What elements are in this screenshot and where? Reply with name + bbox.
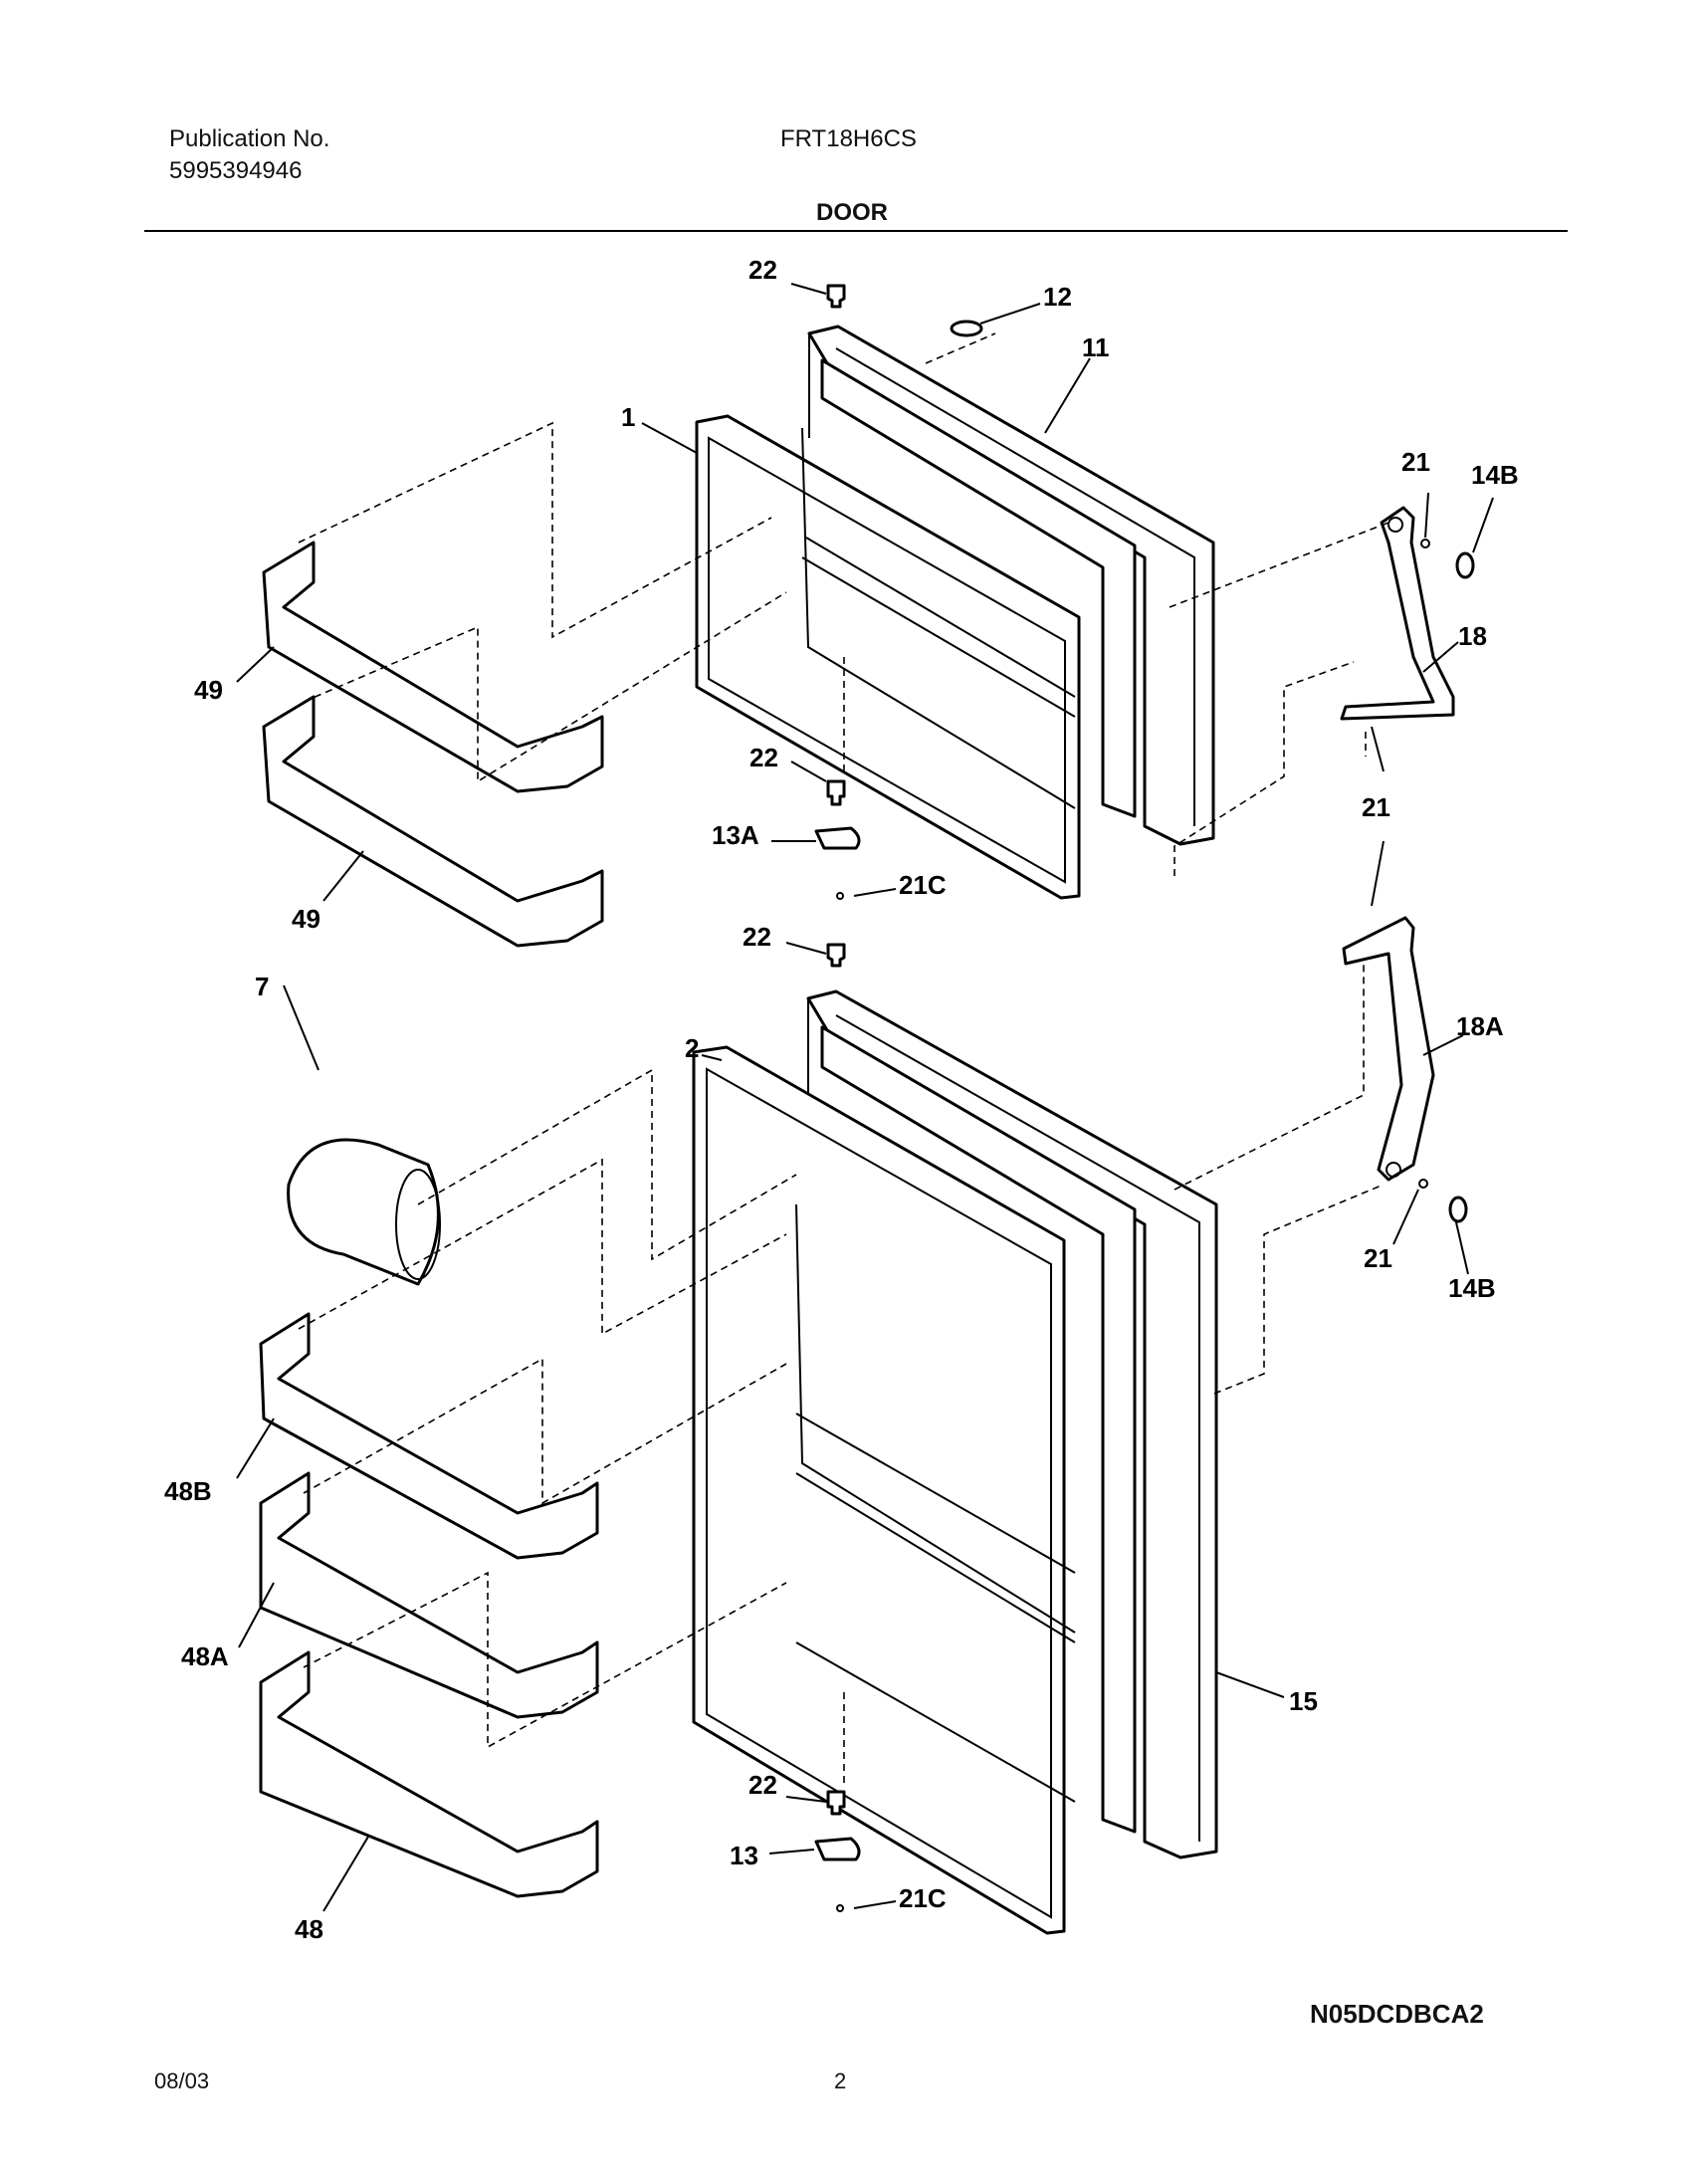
callout-22: 22 — [748, 255, 777, 285]
model-number: FRT18H6CS — [780, 125, 917, 152]
callout-22: 22 — [749, 743, 778, 772]
callout-labels: 22 12 11 1 21 14B 18 49 49 22 13A 21C 21… — [164, 255, 1519, 1944]
shelf-bin-48a — [259, 1471, 599, 1719]
assembly-guide-lines — [298, 332, 1389, 1787]
callout-18a: 18A — [1456, 1011, 1504, 1041]
freezer-door-11 — [807, 325, 1215, 846]
freezer-inner-liner — [801, 427, 1076, 809]
publication-date: 08/03 — [154, 2069, 210, 2093]
fresh-food-door-15 — [806, 989, 1218, 1859]
callout-2: 2 — [685, 1033, 699, 1063]
callout-21: 21 — [1401, 447, 1430, 477]
upper-hinge-18 — [1340, 506, 1455, 721]
callout-48a: 48A — [181, 1641, 229, 1671]
callout-18: 18 — [1458, 621, 1487, 651]
callout-49: 49 — [194, 675, 223, 705]
shelf-rail-49-lower — [262, 695, 604, 948]
callout-48: 48 — [295, 1914, 323, 1944]
callout-15: 15 — [1289, 1686, 1318, 1716]
callout-12: 12 — [1043, 282, 1072, 312]
lower-hinge-18a — [1342, 916, 1435, 1182]
page-number: 2 — [834, 2069, 847, 2093]
shelf-rail-49-upper — [262, 541, 604, 793]
callout-14b: 14B — [1448, 1273, 1496, 1303]
publication-number: 5995394946 — [169, 157, 303, 184]
callout-13: 13 — [730, 1841, 758, 1870]
publication-label: Publication No. — [169, 125, 330, 152]
callout-22: 22 — [748, 1770, 777, 1800]
callout-21c: 21C — [899, 870, 947, 900]
callout-49: 49 — [292, 904, 320, 934]
diagram-code: N05DCDBCA2 — [1310, 1999, 1484, 2029]
callout-13a: 13A — [712, 820, 759, 850]
shelf-bin-48 — [259, 1650, 599, 1898]
fresh-food-inner-liner — [795, 1203, 1076, 1803]
callout-1: 1 — [621, 402, 635, 432]
shelf-bin-48b — [259, 1312, 599, 1560]
callout-7: 7 — [255, 972, 269, 1001]
header-rule — [144, 230, 1568, 232]
callout-21: 21 — [1364, 1243, 1392, 1273]
section-title: DOOR — [816, 199, 888, 226]
callout-leaders — [236, 283, 1494, 1912]
callout-21c: 21C — [899, 1883, 947, 1913]
callout-14b: 14B — [1471, 460, 1519, 490]
fresh-food-gasket-2 — [692, 1045, 1066, 1935]
egg-container-7 — [287, 1138, 441, 1286]
callout-48b: 48B — [164, 1476, 212, 1506]
callout-21: 21 — [1362, 792, 1390, 822]
freezer-gasket-1 — [695, 414, 1081, 900]
hardware-pieces — [814, 284, 1475, 1912]
callout-22: 22 — [743, 922, 771, 952]
callout-11: 11 — [1082, 332, 1110, 362]
